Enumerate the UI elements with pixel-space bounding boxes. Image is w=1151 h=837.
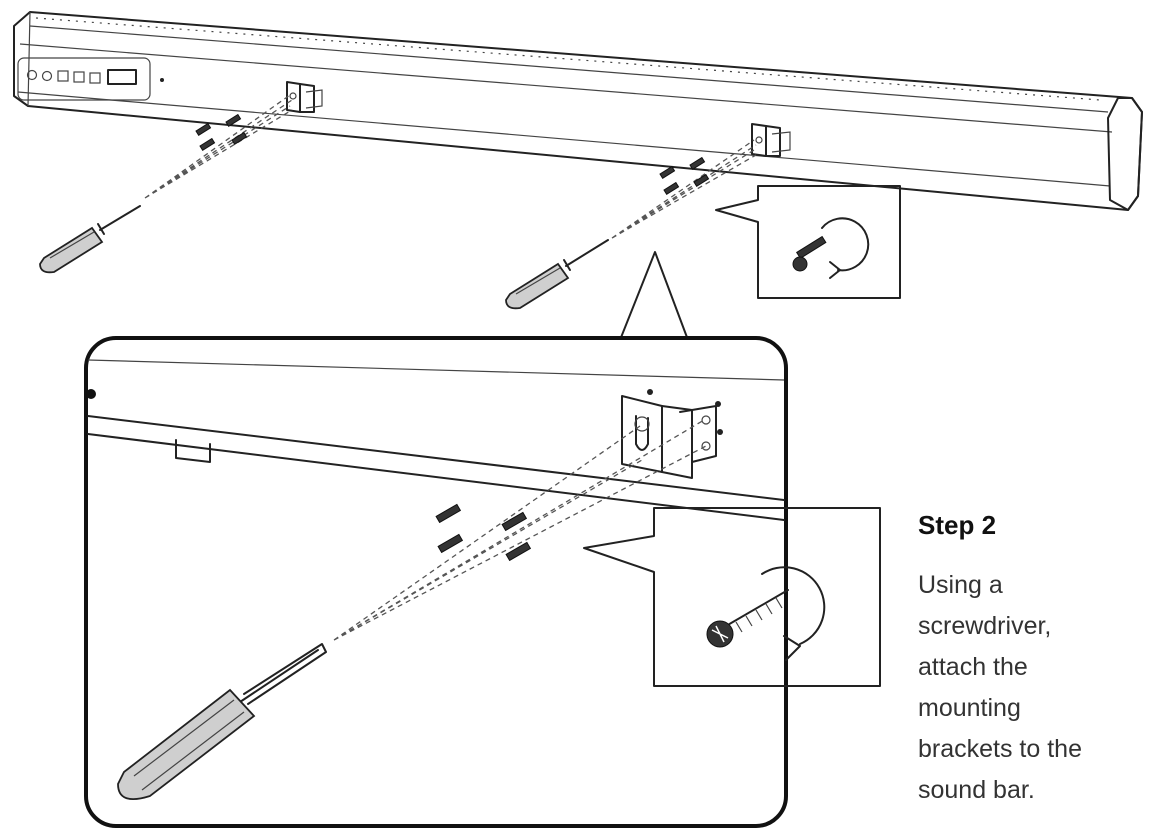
- mounting-bracket-icon: [286, 81, 323, 113]
- step-title: Step 2: [918, 510, 997, 540]
- screw-detail-callout-small: [715, 185, 901, 299]
- screwdriver-icon: [505, 239, 609, 310]
- sound-bar-illustration: [13, 11, 1143, 211]
- control-panel: [17, 57, 164, 101]
- screwdriver-icon: [117, 643, 327, 800]
- step-instructions: Using a screwdriver, attach the mounting…: [918, 571, 1082, 804]
- mounting-bracket-icon: [751, 123, 791, 157]
- zoom-detail-panel: [84, 336, 881, 828]
- mounting-bracket-icon: [621, 389, 723, 479]
- screw-rotate-clockwise-icon: [706, 566, 826, 661]
- step-caption: Step 2 Using a screwdriver, attach the m…: [918, 510, 1143, 811]
- screwdriver-icon: [39, 205, 141, 274]
- screw-group-left: [195, 113, 248, 151]
- screw-detail-callout-large: [583, 507, 881, 687]
- screw-group-zoom: [435, 503, 532, 562]
- screw-group-right: [659, 156, 710, 195]
- screw-rotate-clockwise-icon: [792, 217, 870, 279]
